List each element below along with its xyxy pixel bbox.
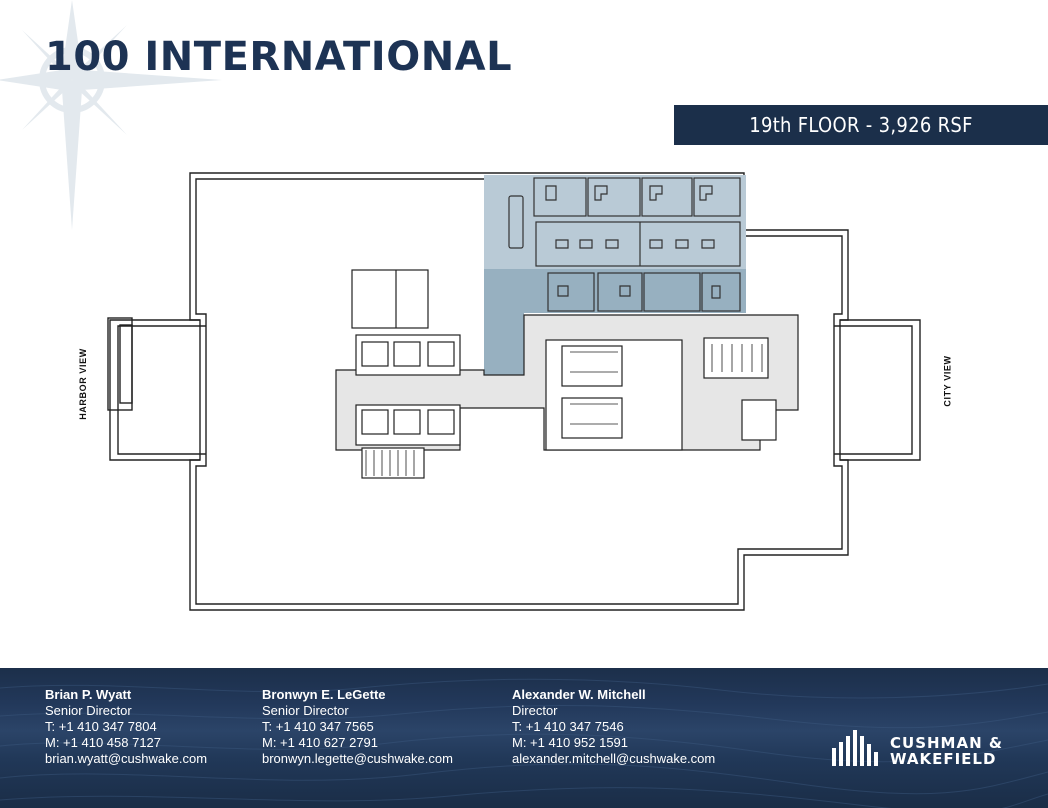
contact-name: Brian P. Wyatt bbox=[45, 687, 132, 702]
city-view-label: CITY VIEW bbox=[942, 355, 953, 407]
contact-email[interactable]: bronwyn.legette@cushwake.com bbox=[262, 751, 453, 766]
contact-mobile: M: +1 410 952 1591 bbox=[512, 735, 629, 750]
compass-rose-icon bbox=[0, 0, 222, 230]
contact-footer: Brian P. Wyatt Senior Director T: +1 410… bbox=[0, 668, 1048, 808]
water-texture bbox=[0, 678, 1048, 808]
contact-phone: T: +1 410 347 7546 bbox=[512, 719, 624, 734]
contact-role: Senior Director bbox=[45, 703, 132, 718]
contact-email[interactable]: brian.wyatt@cushwake.com bbox=[45, 751, 208, 766]
contact-role: Senior Director bbox=[262, 703, 349, 718]
brand-line-2: WAKEFIELD bbox=[890, 750, 997, 768]
contact-card-1: Brian P. Wyatt Senior Director T: +1 410… bbox=[45, 687, 207, 767]
floor-plan bbox=[107, 172, 921, 611]
contact-name: Alexander W. Mitchell bbox=[512, 687, 646, 702]
contact-role: Director bbox=[512, 703, 558, 718]
contact-mobile: M: +1 410 458 7127 bbox=[45, 735, 162, 750]
building-bars-icon bbox=[832, 730, 878, 766]
contact-name: Bronwyn E. LeGette bbox=[262, 687, 386, 702]
brand-logo-text: CUSHMAN & WAKEFIELD bbox=[890, 735, 1003, 767]
contact-card-3: Alexander W. Mitchell Director T: +1 410… bbox=[512, 687, 715, 767]
contact-phone: T: +1 410 347 7565 bbox=[262, 719, 374, 734]
contact-phone: T: +1 410 347 7804 bbox=[45, 719, 157, 734]
harbor-view-label: HARBOR VIEW bbox=[77, 348, 88, 420]
contact-email[interactable]: alexander.mitchell@cushwake.com bbox=[512, 751, 716, 766]
contact-card-2: Bronwyn E. LeGette Senior Director T: +1… bbox=[262, 687, 453, 767]
brand-line-1: CUSHMAN & bbox=[890, 734, 1003, 752]
page-title: 100 INTERNATIONAL bbox=[45, 34, 513, 80]
floor-banner: 19th FLOOR - 3,926 RSF bbox=[674, 105, 1048, 145]
contact-mobile: M: +1 410 627 2791 bbox=[262, 735, 379, 750]
